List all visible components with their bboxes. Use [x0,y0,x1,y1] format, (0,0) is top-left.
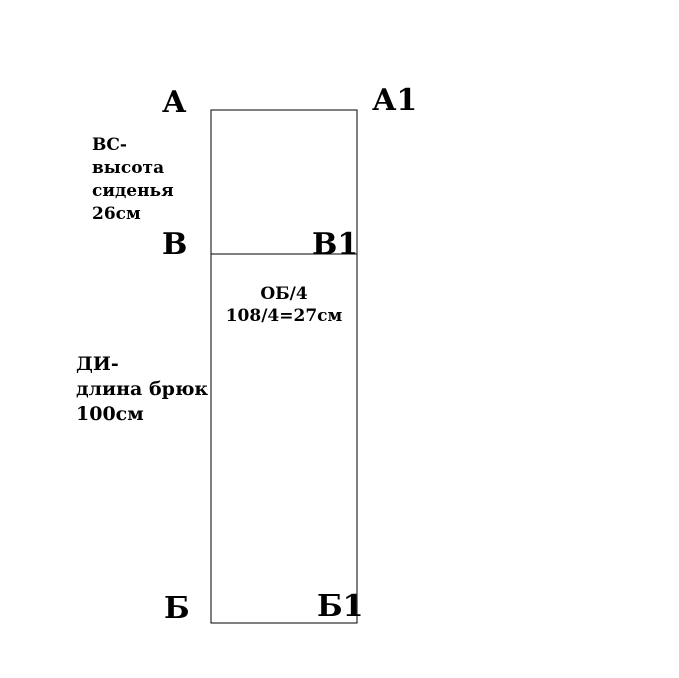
point-a1-label: А1 [372,83,418,118]
trouser-length-note: ДИ- длина брюк 100см [76,352,208,427]
hip-quarter-note: ОБ/4 108/4=27см [224,283,344,327]
point-v1-label: В1 [312,227,359,262]
point-b1-label: Б1 [317,589,364,624]
trouser-length-line-3: 100см [76,403,144,425]
point-b-label: Б [164,591,190,626]
hip-quarter-line-1: ОБ/4 [260,284,308,304]
seat-height-line-1: ВС- [92,135,127,155]
point-v-label: В [162,227,188,262]
trouser-length-line-1: ДИ- [76,353,119,375]
seat-height-note: ВС- высота сиденья 26см [92,134,174,226]
seat-height-line-3: сиденья [92,181,174,201]
hip-quarter-line-2: 108/4=27см [225,306,343,326]
point-a-label: А [162,85,187,120]
seat-height-line-4: 26см [92,204,141,224]
trouser-length-line-2: длина брюк [76,378,209,400]
seat-height-line-2: высота [92,158,165,178]
outer-rectangle [210,109,358,624]
